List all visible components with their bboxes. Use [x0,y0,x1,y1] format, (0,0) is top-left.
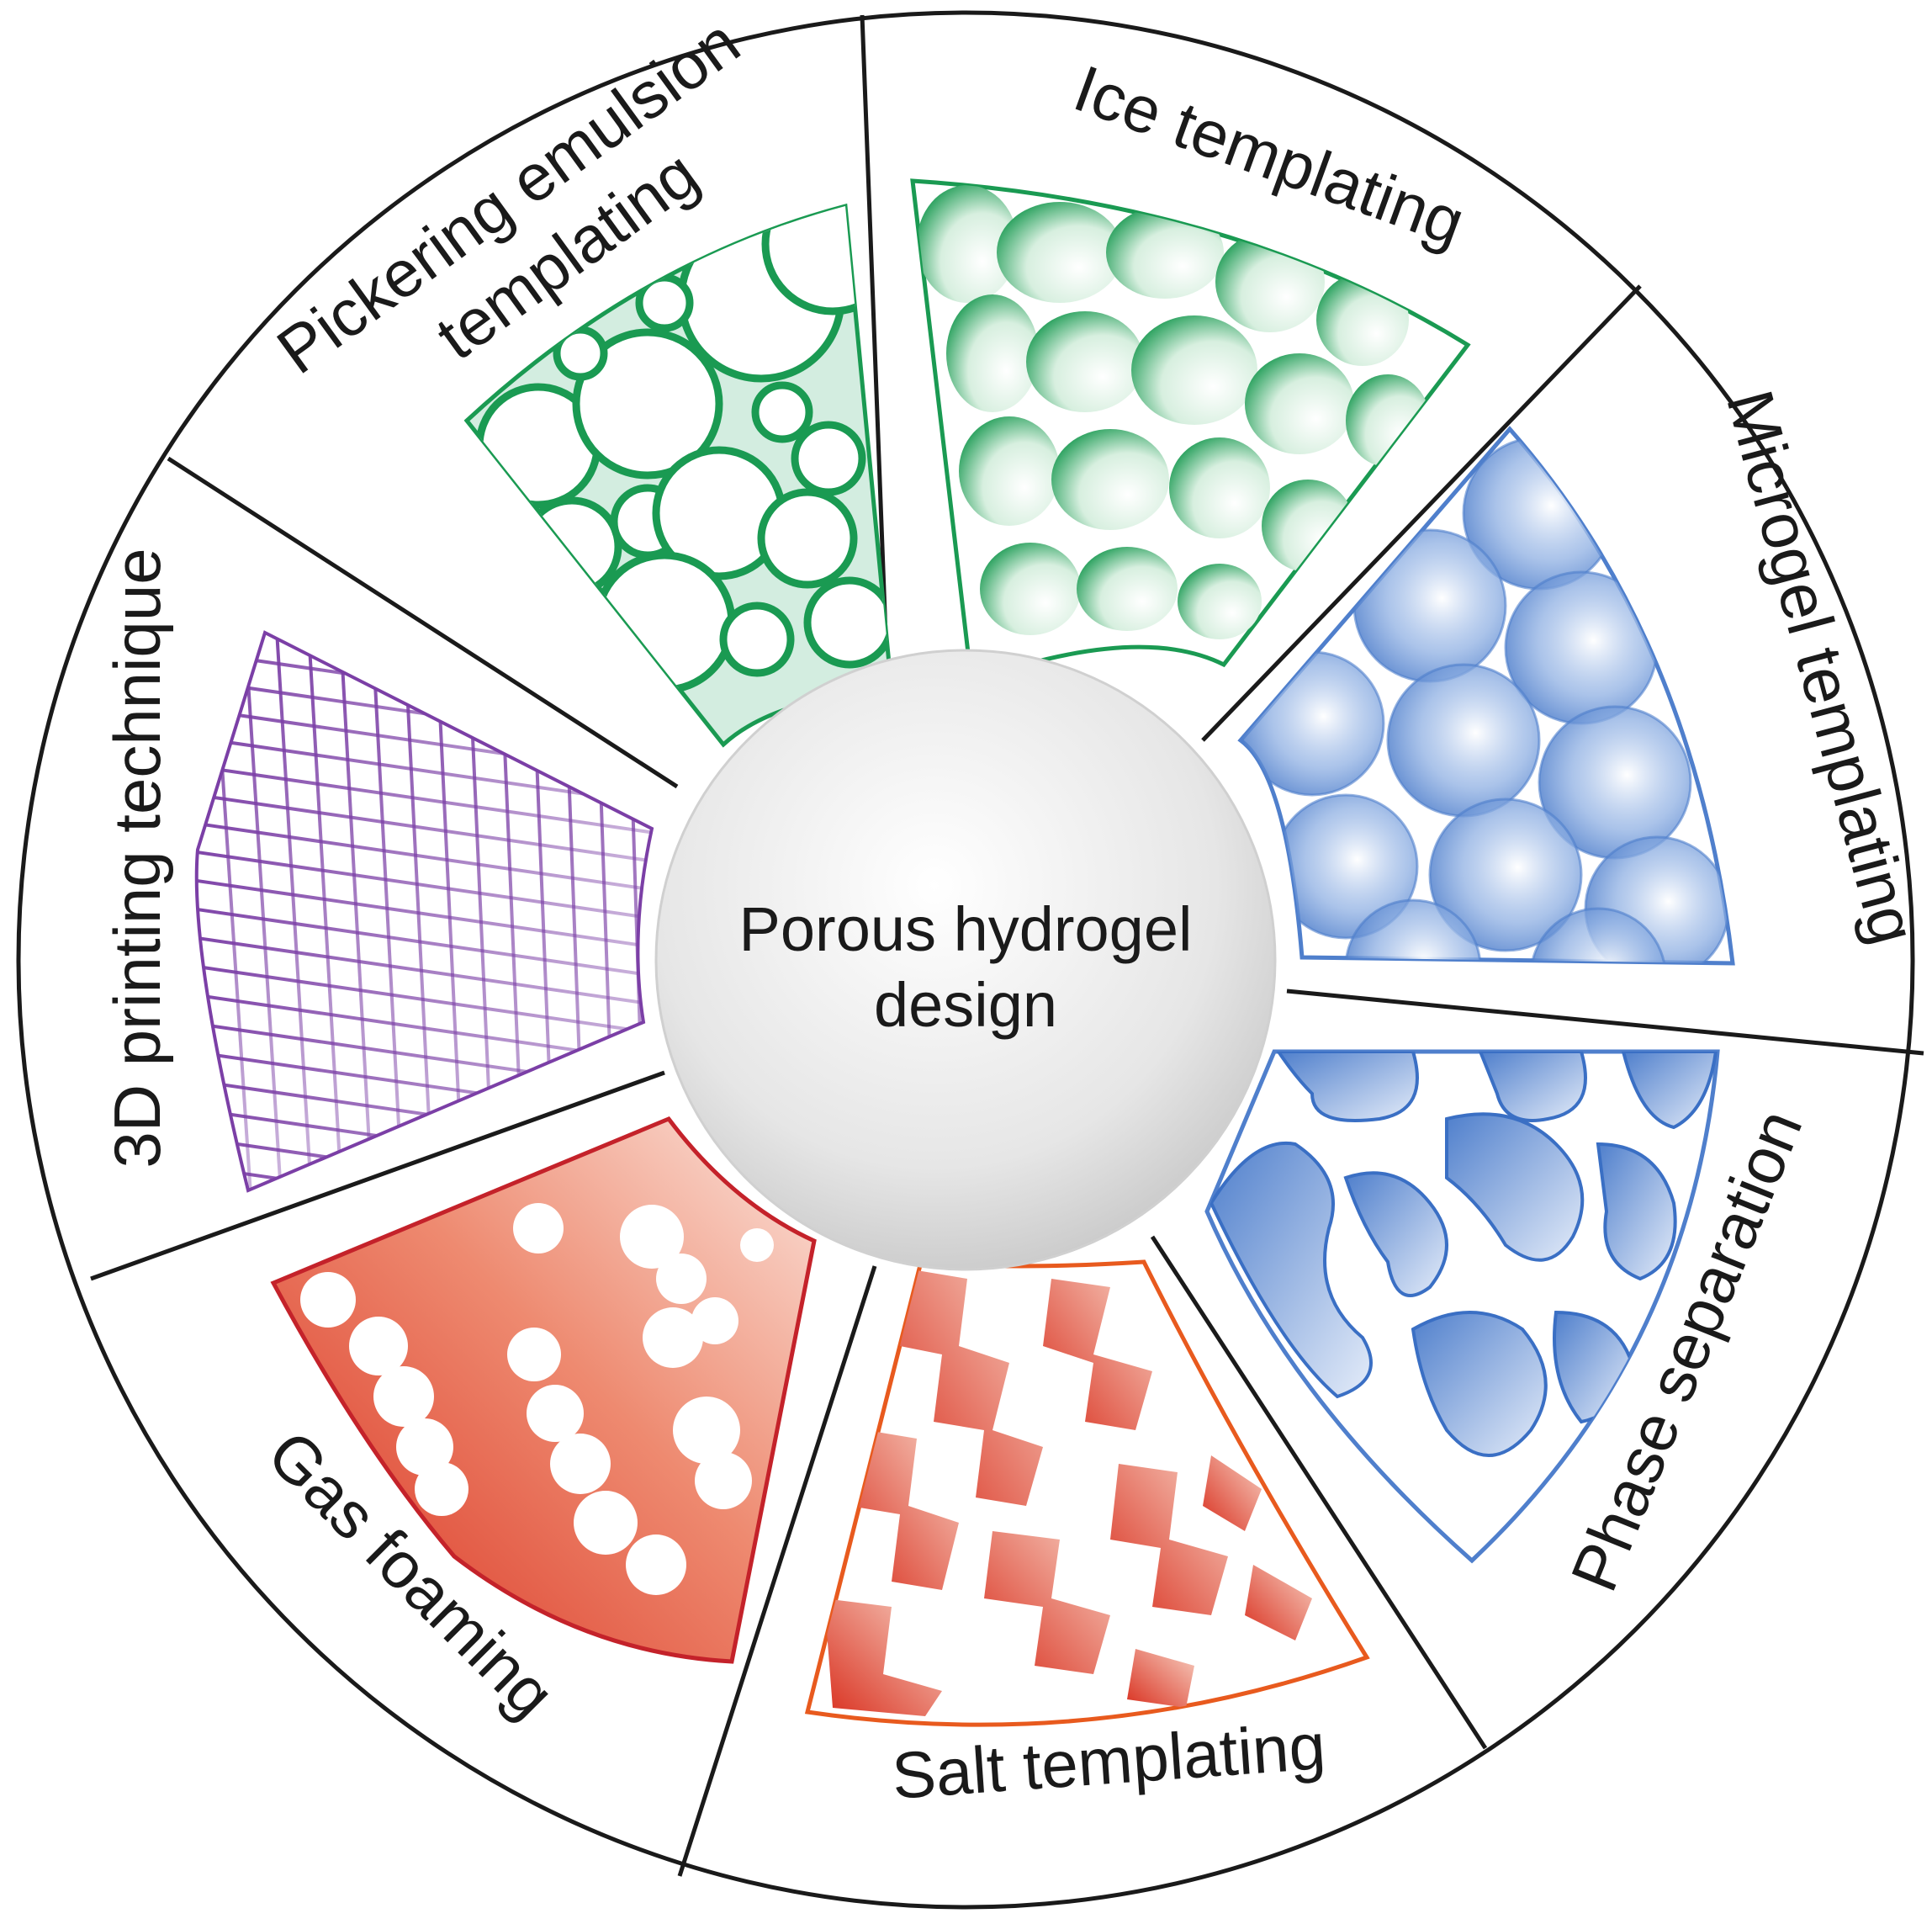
center-label-line2: design [874,970,1057,1040]
print-grid-line-vertical [241,633,284,1190]
print-grid-line-horizontal [196,846,652,925]
print-grid-line-horizontal [196,1161,652,1190]
print-grid-line-horizontal [196,961,652,1040]
print-grid-line-horizontal [196,761,652,840]
segment-dividers [90,14,1924,1877]
printing-illustration [194,630,654,1193]
label-printing: 3D printing technique [100,548,174,1168]
print-grid-line-vertical [304,633,345,1190]
gas-illustration [270,1116,817,1664]
center-label-line1: Porous hydrogel [739,894,1193,964]
print-grid-line-vertical [368,633,405,1190]
print-grid-line-horizontal [196,932,652,1011]
center-hub: Porous hydrogel design [654,649,1277,1271]
print-grid-line-horizontal [196,789,652,868]
print-grid-line-horizontal [196,818,652,897]
print-grid-line-horizontal [196,904,652,983]
ice-illustration [910,178,1471,685]
print-grid-line-horizontal [196,875,652,954]
salt-illustration [804,1259,1370,1727]
microgel-illustration [1237,426,1735,966]
